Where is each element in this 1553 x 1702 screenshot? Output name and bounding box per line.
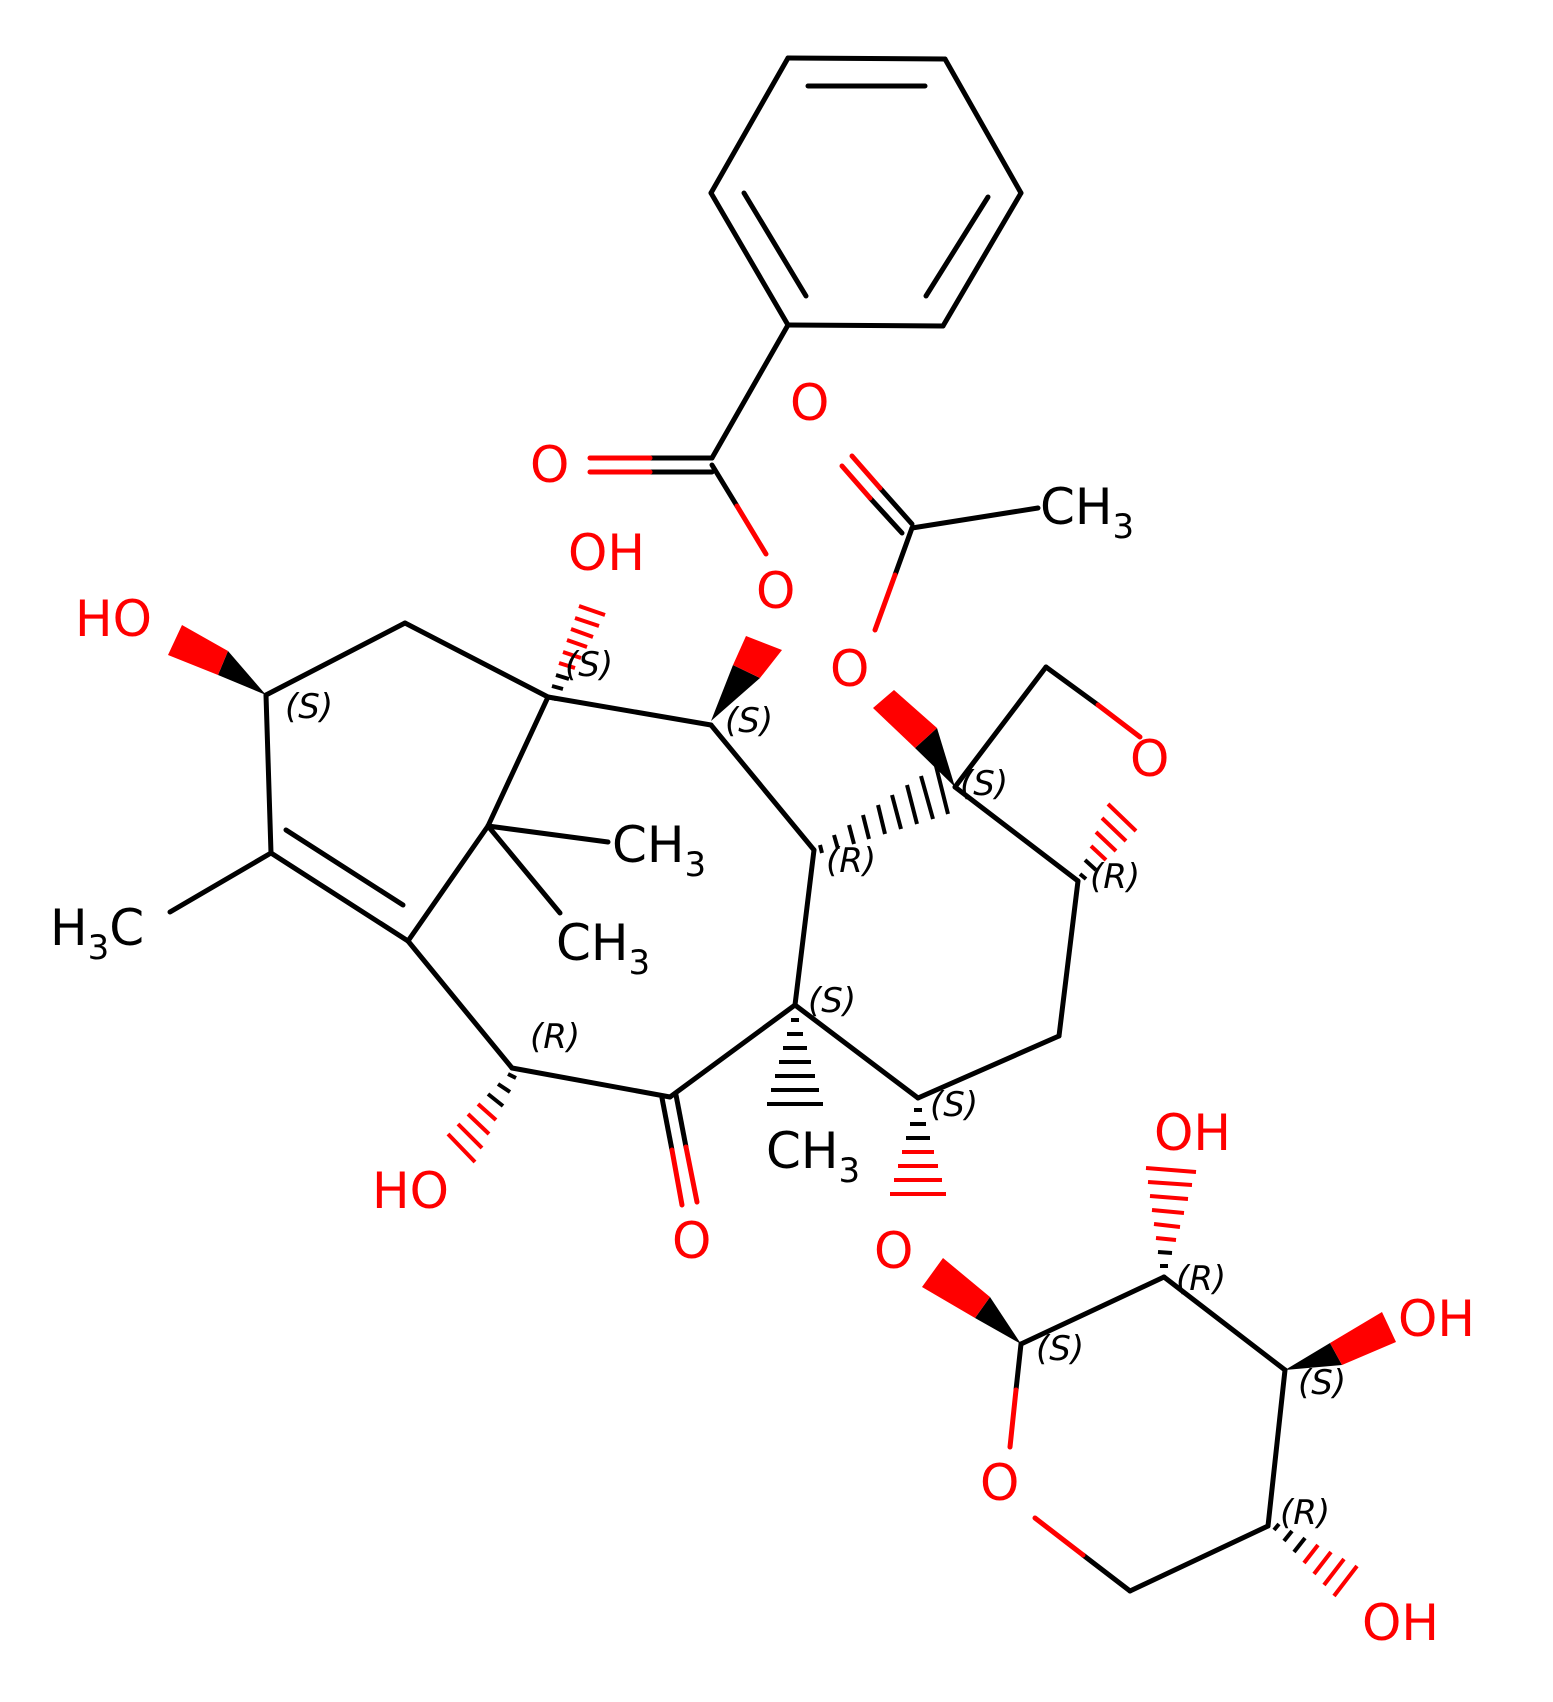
methyl-c18: H3C — [50, 899, 144, 968]
hash-s2-oh — [1145, 1166, 1197, 1268]
atom-oh-s3: OH — [1398, 1290, 1475, 1348]
wedge-c7-ho — [218, 651, 266, 695]
stereo-s1: (S) — [1036, 1329, 1084, 1369]
hash-c13-o — [890, 1108, 946, 1196]
atom-ho-c7: HO — [75, 590, 152, 648]
hashed-bonds — [446, 604, 1138, 1196]
stereo-c1: (S) — [565, 645, 613, 685]
atom-o-oxetane: O — [1130, 730, 1169, 788]
stereo-c5: (R) — [1090, 857, 1140, 897]
stereo-c13: (S) — [930, 1085, 978, 1125]
stereo-c2: (S) — [725, 701, 773, 741]
methyl-gem2: CH3 — [556, 914, 650, 983]
wedge-s3-oh — [1285, 1343, 1342, 1370]
hash-s4-oh — [1272, 1522, 1359, 1598]
stereo-s4: (R) — [1280, 1493, 1330, 1533]
atom-o-sugar-ring: O — [980, 1454, 1019, 1512]
hash-c3-c4 — [818, 765, 950, 854]
stereo-c3: (R) — [826, 841, 876, 881]
stereo-c10: (R) — [530, 1017, 580, 1057]
atom-oh-c1: OH — [568, 524, 645, 582]
stereo-labels: (S) (S) (S) (S) (R) (R) (S) (R) (S) (S) … — [285, 645, 1346, 1533]
methyl-gem1: CH3 — [612, 816, 706, 885]
hash-c5-o — [1078, 802, 1138, 881]
atom-o-ester-link: O — [756, 562, 795, 620]
hash-c1-oh — [547, 604, 606, 701]
stereo-c8: (S) — [808, 981, 856, 1021]
wedge-c4-o — [915, 728, 955, 787]
wedge-s1-o — [975, 1297, 1021, 1344]
atom-labels: OH HO HO O O O O O O O O OH OH OH CH3 CH… — [50, 374, 1475, 1652]
atom-oh-s2: OH — [1154, 1104, 1231, 1162]
stereo-s3: (S) — [1298, 1363, 1346, 1403]
taxane-core — [167, 620, 1143, 1208]
stereo-s2: (R) — [1176, 1259, 1226, 1299]
stereo-c4: (S) — [960, 764, 1008, 804]
acetate-ester — [839, 453, 1041, 787]
atom-o-glycoside: O — [874, 1222, 913, 1280]
hash-c8-me — [767, 1018, 823, 1106]
hash-c10-ho — [446, 1072, 517, 1164]
stereo-c7: (S) — [285, 687, 333, 727]
atom-o-ketone: O — [672, 1212, 711, 1270]
methyl-c8: CH3 — [766, 1122, 860, 1191]
methyl-acetyl: CH3 — [1040, 478, 1134, 547]
atom-o-acetyl-carbonyl: O — [790, 374, 829, 432]
benzoate-ester — [587, 322, 791, 721]
wedge-c2-o — [711, 665, 760, 721]
benzene-ring — [708, 55, 1024, 329]
atom-oh-s4: OH — [1362, 1594, 1439, 1652]
atom-o-acetyl-link: O — [830, 640, 869, 698]
sugar-ring — [922, 1166, 1396, 1598]
atom-ho-c10: HO — [372, 1162, 449, 1220]
atom-o-ester-carbonyl: O — [530, 436, 569, 494]
